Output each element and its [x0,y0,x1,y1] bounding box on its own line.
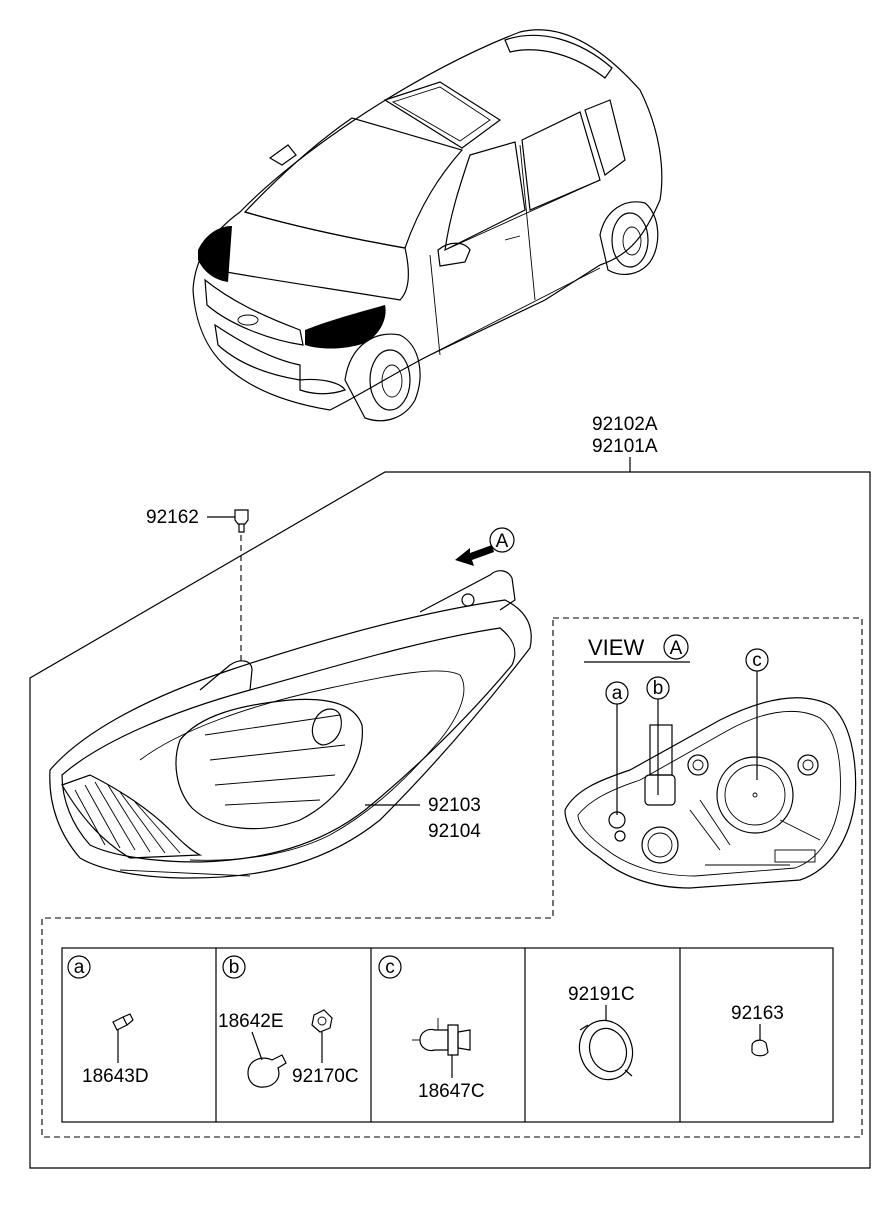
headlamp-part-top-label: 92103 [428,795,481,816]
parts-cell-92163: 92163 [731,1003,784,1057]
callout-b-letter: b [653,678,664,699]
cell-b-part-0: 18642E [218,1011,284,1032]
dust-cap-ring-icon [578,1019,634,1081]
car-illustration [192,29,663,422]
parts-table-frame [61,947,834,1123]
view-marker-circle [663,634,689,660]
arrow-view-marker: A [496,531,509,552]
headlamp-part-bottom-label: 92104 [428,821,481,842]
cell-a-key: a [74,957,85,978]
car-headlamp-left [198,226,232,282]
parts-table [61,947,834,1123]
view-marker-letter: A [670,638,683,659]
cell-a-part-0: 18643D [82,1066,149,1087]
cell-d-part-0: 92191C [568,984,635,1005]
cell-e-part-0: 92163 [731,1003,784,1024]
parts-cell-a: a 18643D [67,955,149,1087]
screw-92162: 92162 [146,507,249,665]
view-callouts: a b c [605,648,769,815]
view-title: VIEW [588,635,644,660]
parts-cell-c: c 18647C [378,955,485,1102]
headlamp-rear-view [564,697,857,889]
assembly-frame [29,471,871,1169]
callout-c-letter: c [752,650,762,671]
wedge-bulb-icon [112,1013,134,1063]
assembly-part-top-label: 92102A [592,414,658,435]
headlamp-assembly-drawing [49,570,532,879]
callout-a-letter: a [612,683,623,704]
cell-b-part-1: 92170C [292,1066,359,1087]
halogen-bulb-icon [412,1018,471,1078]
clip-icon [751,1039,769,1057]
parts-cell-92191c: 92191C [568,984,635,1081]
view-direction-arrow: A [455,527,515,566]
socket-icon [311,1009,333,1063]
parts-cell-b: b 18642E 92170C [218,955,359,1088]
cell-b-key: b [229,957,240,978]
car-headlamp-right [305,305,386,349]
assembly-part-bottom-label: 92101A [592,436,658,457]
cell-c-part-0: 18647C [418,1081,485,1102]
cell-c-key: c [385,957,395,978]
bulb-icon [247,1054,287,1088]
screw-part-label: 92162 [146,507,199,528]
